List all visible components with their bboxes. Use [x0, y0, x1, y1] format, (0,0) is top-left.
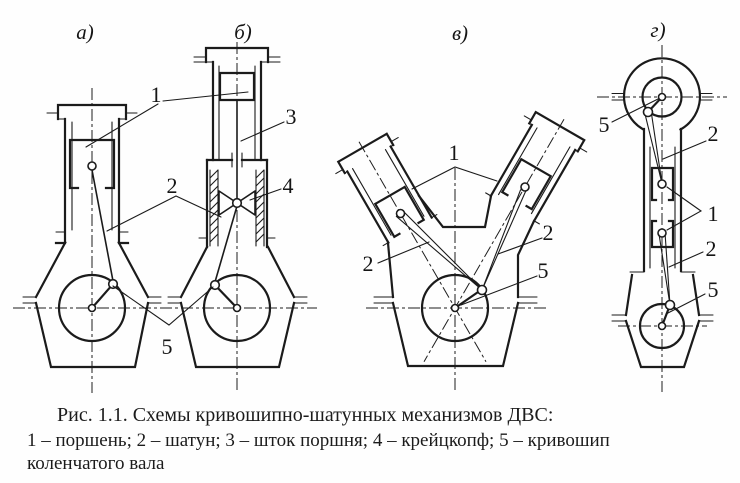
part-label-pistons-g: 1: [708, 201, 719, 226]
part-label-crank-g-top: 5: [599, 112, 610, 137]
left-cylinder-bank: [335, 132, 487, 362]
crank-mechanism-diagram: а) б) в) г) 1 2 3 4 5 1 2 2 5 5 2 1 2 5: [13, 18, 727, 393]
panel-label-a: а): [76, 20, 94, 44]
part-label-conrod-v-left: 2: [363, 251, 374, 276]
leader-lines: [85, 91, 707, 326]
panel-label-b: б): [234, 20, 252, 44]
engine-scheme-a: [13, 88, 317, 393]
panel-label-v: в): [452, 21, 468, 45]
caption-legend-line-1: 1 – поршень; 2 – шатун; 3 – шток поршня;…: [27, 430, 610, 451]
part-label-piston-ab: 1: [151, 82, 162, 107]
panel-label-g: г): [650, 18, 665, 42]
engine-scheme-g: [597, 45, 727, 392]
part-label-crank-g-bottom: 5: [708, 277, 719, 302]
caption-title: Рис. 1.1. Схемы кривошипно-шатунных меха…: [57, 404, 554, 426]
figure-labels: а) б) в) г) 1 2 3 4 5 1 2 2 5 5 2 1 2 5: [76, 18, 718, 359]
part-label-piston-v: 1: [449, 140, 460, 165]
engine-scheme-b: [167, 42, 308, 393]
part-label-conrod-v-right: 2: [543, 220, 554, 245]
part-label-conrod-g-top: 2: [708, 121, 719, 146]
part-label-piston-rod-b: 3: [286, 104, 297, 129]
part-label-crank-ab: 5: [162, 334, 173, 359]
right-cylinder-bank: [423, 110, 588, 362]
part-label-conrod-ab: 2: [167, 173, 178, 198]
engine-scheme-v: [335, 110, 588, 390]
caption-legend-line-2: коленчатого вала: [27, 453, 165, 474]
part-label-crank-v: 5: [538, 258, 549, 283]
part-label-crosshead-b: 4: [283, 173, 294, 198]
part-label-conrod-g-bottom: 2: [706, 236, 717, 261]
